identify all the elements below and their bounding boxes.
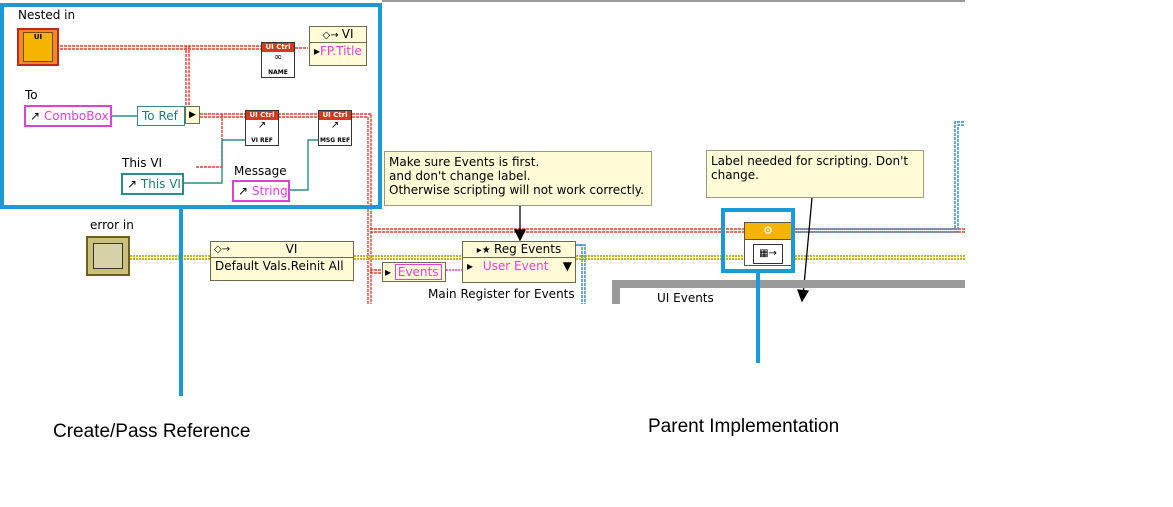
this-vi-label: This VI: [122, 156, 163, 170]
gear-icon: ⚙: [745, 223, 791, 240]
vi-ref-wires: [112, 115, 318, 191]
combobox-class-control[interactable]: ↗ ComboBox: [24, 105, 112, 127]
events-control[interactable]: ▸ Events: [382, 262, 446, 282]
subvi-glyph-icon: ▦→: [753, 244, 783, 264]
error-wires: [130, 255, 965, 260]
property-node-icon: ◇→: [322, 30, 342, 41]
nested-in-vi-icon[interactable]: UI: [17, 28, 59, 66]
ui-ctrl-name-node[interactable]: UI Ctrl ∞ NAME: [261, 42, 295, 78]
class-ref-icon: ↗: [238, 184, 249, 198]
this-vi-control[interactable]: ↗ This VI: [121, 173, 184, 195]
dropdown-arrow-icon[interactable]: ▼: [562, 259, 572, 273]
vi-property-node[interactable]: ◇→ VI ▸FP.Title: [309, 26, 367, 66]
ui-ctrl-icon: ↗: [330, 120, 340, 131]
comment-arrows: [513, 197, 813, 303]
ui-ctrl-vi-ref-node[interactable]: UI Ctrl ↗ VI REF: [245, 110, 279, 146]
write-arrow-icon: ▸: [314, 44, 321, 58]
to-ref-terminal: ▶: [185, 106, 200, 124]
to-ref-node[interactable]: To Ref: [137, 106, 185, 126]
message-label: Message: [234, 164, 287, 178]
to-label: To: [25, 88, 38, 102]
ui-ctrl-msg-ref-node[interactable]: UI Ctrl ↗ MSG REF: [318, 110, 352, 146]
create-pass-reference-caption: Create/Pass Reference: [53, 421, 251, 442]
create-pass-reference-pointer: [179, 209, 183, 396]
class-ref-icon: ↗: [30, 109, 41, 123]
invoke-node-icon: ◇→: [214, 244, 231, 255]
error-cluster-inner: [93, 243, 123, 269]
error-in-cluster-icon[interactable]: [86, 236, 130, 276]
bundle-icon: ▸: [385, 265, 392, 279]
vi-ref-icon: ↗: [127, 177, 138, 191]
default-vals-invoke-node[interactable]: ◇→VI Default Vals.Reinit All: [210, 241, 354, 281]
event-wires: [576, 121, 965, 304]
parent-implementation-caption: Parent Implementation: [648, 416, 840, 437]
ui-events-label: UI Events: [657, 291, 714, 305]
register-for-events-node[interactable]: ▸★ Reg Events ▸ User Event ▼: [462, 241, 576, 283]
create-pass-reference-highlight: [0, 3, 382, 209]
reference-wires: [60, 45, 965, 304]
error-in-label: error in: [90, 218, 134, 232]
ui-events-frame: [612, 280, 965, 304]
label-needed-comment: Label needed for scripting. Don't change…: [706, 150, 924, 198]
input-arrow-icon: ▸: [467, 259, 474, 273]
events-first-comment: Make sure Events is first. and don't cha…: [384, 151, 652, 206]
parent-implementation-highlight: [721, 208, 795, 273]
vi-icon-inner: UI: [23, 32, 53, 62]
parent-implementation-pointer: [756, 273, 760, 363]
ui-ctrl-icon: ↗: [257, 120, 267, 131]
string-class-control[interactable]: ↗ String: [232, 180, 290, 202]
reg-events-icon: ▸★: [476, 245, 494, 256]
ui-ctrl-icon: ∞: [273, 52, 283, 63]
nested-in-label: Nested in: [18, 8, 76, 22]
main-register-label: Main Register for Events: [428, 287, 575, 301]
